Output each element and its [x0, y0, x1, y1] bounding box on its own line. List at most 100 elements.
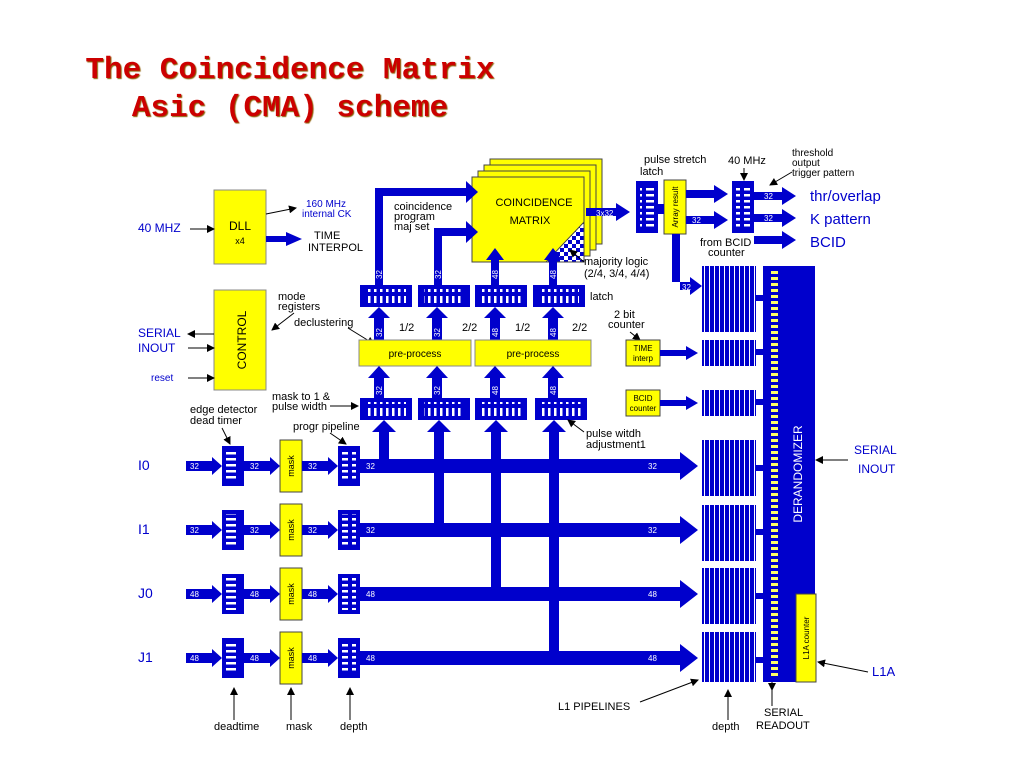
bus-width-kpat: 32 [764, 214, 773, 223]
coincidence-matrix-block: COINCIDENCE MATRIX [471, 158, 603, 263]
latch-top-label: latch [640, 166, 663, 178]
majority-logic-label-2: (2/4, 3/4, 4/4) [584, 268, 649, 280]
progr-pipeline-label: progr pipeline [293, 421, 360, 433]
preprocess-to-latch-buses [368, 307, 564, 340]
pipeline-link [756, 465, 763, 471]
bus-width-label: 48 [190, 590, 199, 599]
page-title-line-2: Asic (CMA) scheme [131, 91, 449, 126]
mask-label: mask [286, 455, 296, 477]
pipeline-link [756, 593, 763, 599]
pulse-width-adj-label-2: adjustment1 [586, 439, 646, 451]
time-interp-label-2: interp [633, 354, 654, 363]
control-label: CONTROL [235, 310, 249, 369]
coinc-program-label-2: program [394, 211, 435, 223]
bcid-counter-label-2: counter [630, 404, 657, 413]
array-result-block: Array result [663, 179, 687, 235]
ratio-label-3: 1/2 [515, 322, 530, 334]
dll-label: DLL [229, 219, 251, 233]
bcid-out-label: BCID [810, 234, 846, 251]
time-interp-label-1: TIME [633, 344, 652, 353]
bus-width-pp-2: 32 [433, 328, 442, 337]
two-bit-counter-label-1: 2 bit [614, 309, 635, 321]
depth-right-label: depth [712, 721, 740, 733]
input-label: J0 [138, 585, 153, 601]
coincidence-matrix-label-1: COINCIDENCE [495, 197, 572, 209]
input-label: I1 [138, 521, 150, 537]
bus-width-label: 48 [190, 654, 199, 663]
pulse-stretch-register [636, 181, 658, 233]
dll-sub: x4 [235, 236, 245, 246]
mode-registers-label-2: registers [278, 301, 321, 313]
two-bit-counter-label-2: counter [608, 319, 645, 331]
control-block: CONTROL [213, 289, 267, 391]
bus-width-mk-1: 32 [375, 386, 384, 395]
latch-label: latch [590, 291, 613, 303]
pipeline-link [756, 349, 763, 355]
preprocess-block-1: pre-process [358, 339, 472, 367]
bus-width-label: 32 [308, 462, 317, 471]
array-result-label: Array result [671, 186, 680, 228]
time-interpol-label-1: TIME [314, 230, 340, 242]
l1-pipelines-label: L1 PIPELINES [558, 701, 630, 713]
l1-pipeline-bank [702, 505, 756, 561]
bus-width-thr: 32 [764, 192, 773, 201]
bus-width-3x32: 3x32 [596, 209, 614, 218]
l1-pipeline-bank [702, 266, 756, 332]
l1-pipeline-banks [702, 266, 763, 682]
threshold-label-2: output [792, 158, 820, 169]
declustering-label: declustering [294, 317, 353, 329]
mhz40-label: 40 MHz [728, 155, 766, 167]
bus-width-mk-2: 32 [433, 386, 442, 395]
coinc-program-label-1: coincidence [394, 201, 452, 213]
mask-to-1-registers [360, 398, 587, 420]
reset-label: reset [151, 373, 173, 384]
bus-width-label: 48 [648, 590, 657, 599]
pulse-stretch-label: pulse stretch [644, 154, 706, 166]
bus-width-label: 48 [250, 654, 259, 663]
cm-input-buses [375, 181, 562, 285]
bus-width-label: 32 [366, 526, 375, 535]
bus-width-label: 32 [190, 462, 199, 471]
bus-width-pp-4: 48 [549, 328, 558, 337]
time-interpol-label-2: INTERPOL [308, 242, 363, 254]
bus-width-mk-4: 48 [549, 386, 558, 395]
l1-pipeline-bank [702, 440, 756, 496]
pipeline-link [756, 295, 763, 301]
mode-registers-label-1: mode [278, 291, 306, 303]
serial-inout-right-label-1: SERIAL [854, 443, 897, 457]
bus-width-label: 32 [250, 462, 259, 471]
clock-out-label-1: 160 MHz [306, 199, 346, 210]
bus-width-ar-out: 32 [692, 216, 701, 225]
bus-width-mk-3: 48 [491, 386, 500, 395]
pulse-width-adj-label-1: pulse witdh [586, 428, 641, 440]
ratio-label-1: 1/2 [399, 322, 414, 334]
bcid-counter-label-1: BCID [633, 394, 652, 403]
mask-label: mask [286, 583, 296, 605]
bus-width-cm-1: 32 [375, 270, 384, 279]
clock-out-label-2: internal CK [302, 209, 352, 220]
page-title-line-1: The Coincidence Matrix [85, 53, 495, 88]
from-bcid-counter-label-1: from BCID [700, 237, 751, 249]
preprocess-label-1: pre-process [389, 349, 442, 360]
ratio-label-2: 2/2 [462, 322, 477, 334]
bcid-counter-block: BCID counter [625, 389, 661, 417]
mask-to-1-label-1: mask to 1 & [272, 391, 331, 403]
derandomizer-label: DERANDOMIZER [791, 425, 805, 523]
pipeline-link [756, 529, 763, 535]
coincidence-matrix-label-2: MATRIX [510, 215, 551, 227]
clock-in-label: 40 MHZ [138, 221, 181, 235]
bus-width-label: 32 [308, 526, 317, 535]
bus-width-label: 48 [308, 590, 317, 599]
l1-pipeline-bank [702, 632, 756, 682]
bottom-depth-label: depth [340, 721, 368, 733]
bus-width-label: 32 [648, 526, 657, 535]
threshold-label-1: threshold [792, 148, 833, 159]
bus-width-pp-1: 32 [375, 328, 384, 337]
serial-inout-right-label-2: INOUT [858, 462, 896, 476]
preprocess-block-2: pre-process [474, 339, 592, 367]
mask-label: mask [286, 519, 296, 541]
